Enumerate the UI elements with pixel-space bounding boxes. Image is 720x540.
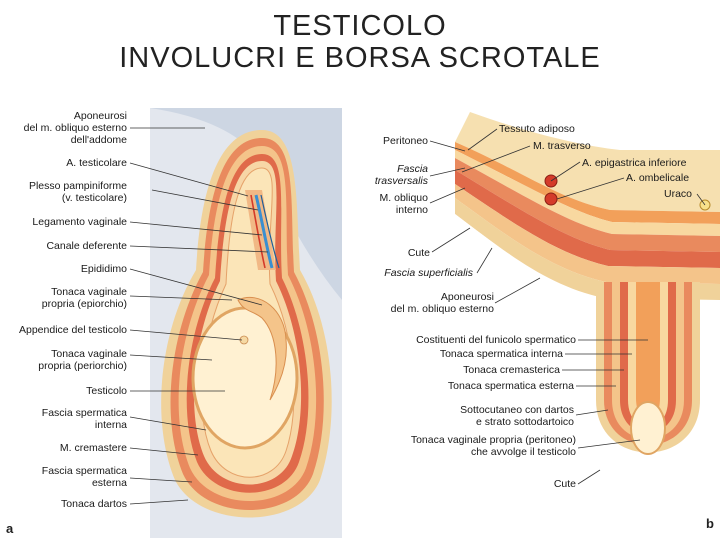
peritoneo-band	[455, 142, 720, 224]
panel-letter-a: a	[6, 521, 14, 536]
page-title-line-2: INVOLUCRI E BORSA SCROTALE	[119, 42, 601, 74]
label-cute-bottom: Cute	[554, 478, 576, 490]
label-a-epigastrica: A. epigastrica inferiore	[582, 157, 687, 169]
label-tonaca-spermatica-esterna: Tonaca spermatica esterna	[448, 380, 574, 392]
label-m-trasverso: M. trasverso	[533, 140, 591, 152]
label-fascia-trasversalis-line2: trasversalis	[375, 175, 429, 187]
label-periorchio-line2: propria (periorchio)	[38, 360, 127, 372]
label-m-obliquo-interno-line2: interno	[396, 204, 428, 216]
canale-deferente	[260, 194, 280, 269]
label-fascia-esterna-line2: esterna	[92, 477, 127, 489]
panel-a-leader-lines	[129, 127, 269, 505]
page-title-line-1: TESTICOLO	[273, 10, 447, 42]
label-cremastere: M. cremastere	[60, 442, 127, 454]
label-aponeurosi-line2: del m. obliquo esterno	[24, 122, 127, 134]
label-aponeurosi-b-line2: del m. obliquo esterno	[391, 303, 494, 315]
panel-a-illustration	[150, 108, 342, 538]
label-peritoneo: Peritoneo	[383, 135, 428, 147]
label-tonaca-spermatica-interna: Tonaca spermatica interna	[440, 348, 563, 360]
label-tonaca-cremasterica: Tonaca cremasterica	[463, 364, 560, 376]
panel-a-labels: Aponeurosi del m. obliquo esterno dell'a…	[6, 110, 127, 536]
panel-b-blank-area	[455, 214, 596, 520]
label-fascia-interna-line2: interna	[95, 419, 127, 431]
label-canale-deferente: Canale deferente	[46, 240, 127, 252]
epididimo	[237, 296, 287, 401]
label-fascia-esterna-line1: Fascia spermatica	[42, 465, 127, 477]
label-sottocutaneo-line2: e strato sottodartoico	[476, 416, 574, 428]
label-epididimo: Epididimo	[81, 263, 127, 275]
label-a-testicolare: A. testicolare	[66, 157, 127, 169]
label-plesso-line1: Plesso pampiniforme	[29, 180, 127, 192]
plesso-pampiniforme	[254, 194, 274, 269]
label-fascia-trasversalis-line1: Fascia	[397, 163, 428, 175]
label-uraco: Uraco	[664, 188, 692, 200]
tessuto-adiposo	[455, 112, 720, 212]
label-fascia-interna-line1: Fascia spermatica	[42, 407, 127, 419]
label-legamento-vaginale: Legamento vaginale	[32, 216, 127, 228]
label-tonaca-vaginale-b-line2: che avvolge il testicolo	[471, 446, 576, 458]
label-testicolo: Testicolo	[86, 385, 127, 397]
label-costituenti-funicolo: Costituenti del funicolo spermatico	[416, 334, 576, 346]
testicolo-b	[630, 401, 666, 455]
label-sottocutaneo-line1: Sottocutaneo con dartos	[460, 404, 574, 416]
label-aponeurosi-line1: Aponeurosi	[74, 110, 127, 122]
label-cute-top: Cute	[408, 247, 430, 259]
fascia-trasversalis-band	[455, 150, 720, 236]
abdominal-wall-layers	[150, 108, 342, 300]
label-tonaca-vaginale-b-line1: Tonaca vaginale propria (peritoneo)	[411, 434, 576, 446]
label-aponeurosi-line3: dell'addome	[71, 134, 127, 146]
a-ombelicale	[544, 192, 558, 206]
panel-b-illustration	[455, 112, 720, 520]
panel-b-leader-lines	[429, 128, 706, 485]
label-periorchio-line1: Tonaca vaginale	[51, 348, 127, 360]
panel-letter-b: b	[706, 516, 714, 531]
label-aponeurosi-b-line1: Aponeurosi	[441, 291, 494, 303]
label-plesso-line2: (v. testicolare)	[62, 192, 127, 204]
label-fascia-superficialis: Fascia superficialis	[384, 267, 473, 279]
panel-b-labels: Peritoneo Fascia trasversalis M. obliquo…	[375, 123, 714, 531]
m-obliquo-interno-band	[455, 170, 720, 268]
label-tessuto-adiposo: Tessuto adiposo	[499, 123, 575, 135]
label-epiorchio-line2: propria (epiorchio)	[42, 298, 127, 310]
funicolo-spermatico	[636, 282, 660, 421]
label-epiorchio-line1: Tonaca vaginale	[51, 286, 127, 298]
aponeurosi-band	[455, 184, 720, 284]
label-m-obliquo-interno-line1: M. obliquo	[380, 192, 429, 204]
label-a-ombelicale: A. ombelicale	[626, 172, 689, 184]
label-appendice: Appendice del testicolo	[19, 324, 127, 336]
label-tonaca-dartos: Tonaca dartos	[61, 498, 127, 510]
arteria-testicolare	[250, 194, 266, 269]
m-trasverso-band	[455, 158, 720, 252]
